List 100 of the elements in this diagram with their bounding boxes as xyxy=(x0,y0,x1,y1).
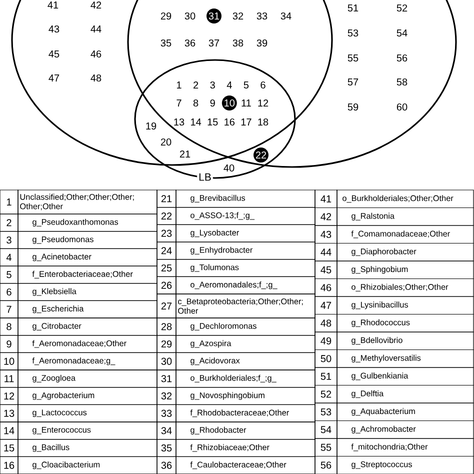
table-cell: g_Cloacibacterium xyxy=(18,456,158,474)
row-number: 43 xyxy=(314,225,338,244)
row-number: 9 xyxy=(0,335,18,353)
set-number: 60 xyxy=(396,103,408,111)
set-number: 35 xyxy=(160,39,172,47)
set-number: 36 xyxy=(184,39,196,47)
set-number: 29 xyxy=(160,12,172,20)
table-cell: g_Acinetobacter xyxy=(18,248,158,266)
row-number: 50 xyxy=(314,349,338,368)
table-cell: f_Comamonadaceae;Other xyxy=(336,225,474,244)
row-number: 22 xyxy=(156,207,176,225)
table-cell: g_Pseudomonas xyxy=(18,231,158,249)
set-number: 54 xyxy=(396,30,408,36)
row-number: 8 xyxy=(0,318,18,336)
set-number: 16 xyxy=(224,118,235,126)
row-number: 24 xyxy=(156,242,176,260)
row-number: 51 xyxy=(314,367,338,386)
set-number: 14 xyxy=(191,118,202,126)
set-number: 1 xyxy=(177,82,182,88)
set-number: 2 xyxy=(194,82,198,88)
table-cell: g_Ralstonia xyxy=(336,207,474,226)
row-number: 23 xyxy=(156,224,176,242)
row-number: 7 xyxy=(0,300,18,318)
set-number: 46 xyxy=(90,50,102,58)
set-number: 20 xyxy=(160,138,172,146)
row-number: 41 xyxy=(314,190,338,208)
set-number: 45 xyxy=(48,50,60,58)
table-cell: f_mitochondria;Other xyxy=(336,438,474,457)
table-cell: f_Caulobacteraceae;Other xyxy=(176,456,316,474)
table-cell: o_Burkholderiales;Other;Other xyxy=(336,190,474,208)
table-cell: o_ASSO-13;f_;g_ xyxy=(176,207,316,225)
table-cell: g_Acidovorax xyxy=(176,352,316,370)
row-number: 10 xyxy=(0,352,18,370)
row-number: 35 xyxy=(156,439,176,457)
set-number: 32 xyxy=(232,12,244,20)
set-number: 48 xyxy=(90,74,102,82)
table-cell: g_Rhodobacter xyxy=(176,422,316,440)
set-number: 56 xyxy=(396,54,408,62)
set-number: 15 xyxy=(208,118,218,126)
set-number: 47 xyxy=(48,74,60,82)
set-number: 51 xyxy=(348,4,358,12)
table-cell: g_Novosphingobium xyxy=(176,387,316,405)
row-number: 56 xyxy=(314,456,338,474)
table-cell: g_Delftia xyxy=(336,384,474,404)
set-number: 41 xyxy=(48,2,58,8)
set-number: 5 xyxy=(244,82,249,88)
row-number: 11 xyxy=(0,370,18,388)
set-number: 12 xyxy=(258,100,268,106)
row-number: 12 xyxy=(0,387,18,405)
set-number: 4 xyxy=(226,82,232,88)
set-number: 40 xyxy=(224,164,234,172)
table-cell: g_Aquabacterium xyxy=(336,402,474,422)
row-number: 26 xyxy=(156,276,176,294)
table-cell: g_Bacillus xyxy=(18,439,158,457)
highlighted-number: 31 xyxy=(206,8,222,24)
table-cell: f_Rhizobiaceae;Other xyxy=(176,439,316,457)
row-number: 44 xyxy=(314,242,338,262)
table-cell: g_Dechloromonas xyxy=(176,318,316,336)
row-number: 45 xyxy=(314,260,338,280)
row-number: 47 xyxy=(314,296,338,315)
row-number: 48 xyxy=(314,314,338,332)
row-number: 21 xyxy=(156,190,176,208)
row-number: 16 xyxy=(0,456,18,474)
row-number: 49 xyxy=(314,332,338,350)
table-cell: f_Rhodobacteraceae;Other xyxy=(176,404,316,422)
table-cell: g_Pseudoxanthomonas xyxy=(18,214,158,232)
row-number: 28 xyxy=(156,318,176,336)
table-cell: g_Streptococcus xyxy=(336,456,474,474)
table-cell: g_Lysinibacillus xyxy=(336,296,474,315)
row-number: 29 xyxy=(156,335,176,353)
set-number: 19 xyxy=(146,122,156,130)
table-cell: g_Brevibacillus xyxy=(176,190,316,208)
set-number: 3 xyxy=(210,81,215,89)
table-cell: g_Escherichia xyxy=(18,300,158,318)
set-number: 30 xyxy=(184,12,196,20)
row-number: 53 xyxy=(314,402,338,422)
set-number: 21 xyxy=(180,150,190,158)
table-cell: g_Gulbenkiania xyxy=(336,367,474,386)
row-number: 6 xyxy=(0,283,18,301)
row-number: 34 xyxy=(156,422,176,440)
table-cell: g_Agrobacterium xyxy=(18,387,158,405)
set-number: 43 xyxy=(48,25,60,33)
set-number: 8 xyxy=(193,99,198,107)
table-cell: g_Lactococcus xyxy=(18,404,158,422)
set-number: 52 xyxy=(396,4,408,12)
table-cell: o_Aeromonadales;f_;g_ xyxy=(176,276,316,294)
table-cell: g_Methyloversatilis xyxy=(336,349,474,368)
row-number: 13 xyxy=(0,404,18,422)
row-number: 33 xyxy=(156,404,176,422)
table-cell: o_Rhizobiales;Other;Other xyxy=(336,278,474,297)
set-number: 44 xyxy=(90,26,102,32)
highlighted-number: 22 xyxy=(254,148,268,162)
table-cell: g_Citrobacter xyxy=(18,318,158,336)
table-cell: f_Aeromonadaceae;Other xyxy=(18,335,158,353)
table-cell: g_Enhydrobacter xyxy=(176,242,316,260)
set-number: 17 xyxy=(241,118,252,126)
set-number: 9 xyxy=(210,99,215,107)
table-cell: g_Diaphorobacter xyxy=(336,242,474,262)
row-number: 54 xyxy=(314,420,338,439)
set-number: 57 xyxy=(348,78,358,86)
